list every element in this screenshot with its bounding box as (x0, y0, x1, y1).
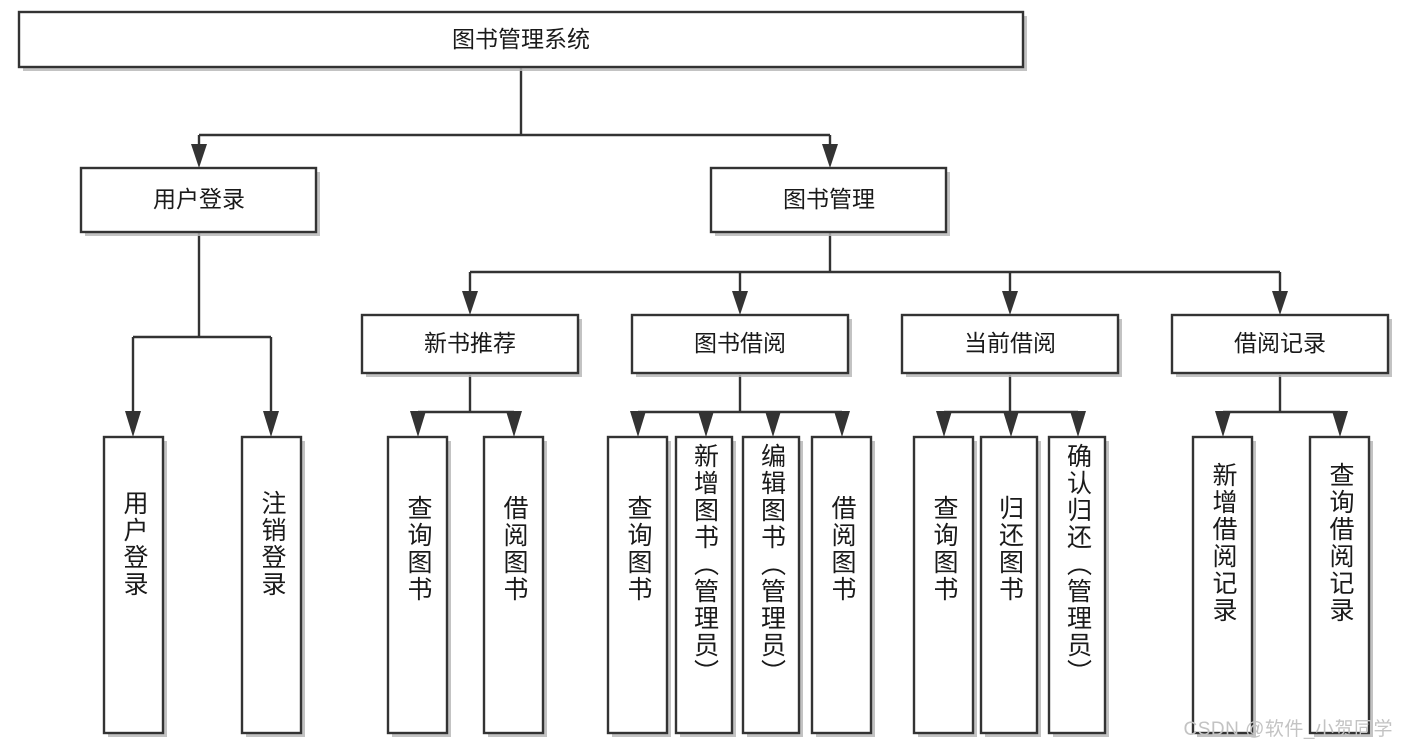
node-book-manage-label: 图书管理 (783, 186, 875, 212)
node-root[interactable]: 图书管理系统 (17, 10, 1027, 71)
node-book-borrow-label: 图书借阅 (694, 330, 786, 356)
leaf-borrow-book-1-box[interactable] (482, 435, 545, 735)
arrow-leaf-user-login (125, 411, 141, 437)
node-root-box (17, 10, 1025, 69)
arrow-leaf-query-book-1 (410, 411, 426, 437)
arrow-leaf-return-book (1003, 411, 1019, 437)
node-new-book-recommend-label: 新书推荐 (424, 330, 516, 356)
arrow-leaf-query-book-2 (630, 411, 646, 437)
node-book-manage-box (709, 166, 948, 234)
arrow-to-user-login (191, 144, 207, 168)
node-current-borrow-box (900, 313, 1120, 375)
node-current-borrow-label: 当前借阅 (964, 330, 1056, 356)
node-borrow-record-label: 借阅记录 (1234, 330, 1326, 356)
node-new-book-recommend-box (360, 313, 580, 375)
leaf-query-book-1-box[interactable] (386, 435, 449, 735)
node-new-book-recommend[interactable]: 新书推荐 (360, 313, 582, 377)
node-borrow-record-box (1170, 313, 1390, 375)
leaf-user-logout-box[interactable] (240, 435, 303, 735)
node-borrow-record[interactable]: 借阅记录 (1170, 313, 1392, 377)
arrow-to-current-borrow (1002, 291, 1018, 315)
leaf-add-book-box[interactable] (674, 435, 734, 735)
node-book-borrow[interactable]: 图书借阅 (630, 313, 852, 377)
leaf-borrow-book-2-box[interactable] (810, 435, 873, 735)
csdn-watermark: CSDN @软件_小贺同学 (1183, 719, 1393, 740)
arrow-leaf-user-logout (263, 411, 279, 437)
connector-layer (125, 67, 1348, 437)
leaf-query-book-3-box[interactable] (912, 435, 975, 735)
arrow-leaf-borrow-book-2 (834, 411, 850, 437)
leaf-add-record-box[interactable] (1191, 435, 1254, 735)
node-root-label: 图书管理系统 (452, 26, 590, 52)
arrow-leaf-add-record (1215, 411, 1231, 437)
leaf-query-record-box[interactable] (1308, 435, 1371, 735)
node-user-login-box (79, 166, 318, 234)
arrow-leaf-query-book-3 (936, 411, 952, 437)
arrow-to-book-borrow (732, 291, 748, 315)
node-book-borrow-box (630, 313, 850, 375)
leaf-confirm-return-box[interactable] (1047, 435, 1107, 735)
node-user-login-label: 用户登录 (153, 186, 245, 212)
leaf-return-book-box[interactable] (979, 435, 1039, 735)
arrow-leaf-add-book (698, 411, 714, 437)
arrow-to-borrow-record (1272, 291, 1288, 315)
arrow-to-book-manage (822, 144, 838, 168)
node-book-manage[interactable]: 图书管理 (709, 166, 950, 236)
arrow-leaf-query-record (1332, 411, 1348, 437)
node-current-borrow[interactable]: 当前借阅 (900, 313, 1122, 377)
arrow-to-new-book (462, 291, 478, 315)
arrow-leaf-confirm-return (1070, 411, 1086, 437)
leaf-query-book-2-box[interactable] (606, 435, 669, 735)
arrow-leaf-borrow-book-1 (506, 411, 522, 437)
leaf-user-login-box[interactable] (102, 435, 165, 735)
leaf-boxes-layer (102, 435, 1373, 737)
leaf-edit-book-box[interactable] (741, 435, 801, 735)
arrow-leaf-edit-book (765, 411, 781, 437)
node-user-login[interactable]: 用户登录 (79, 166, 320, 236)
